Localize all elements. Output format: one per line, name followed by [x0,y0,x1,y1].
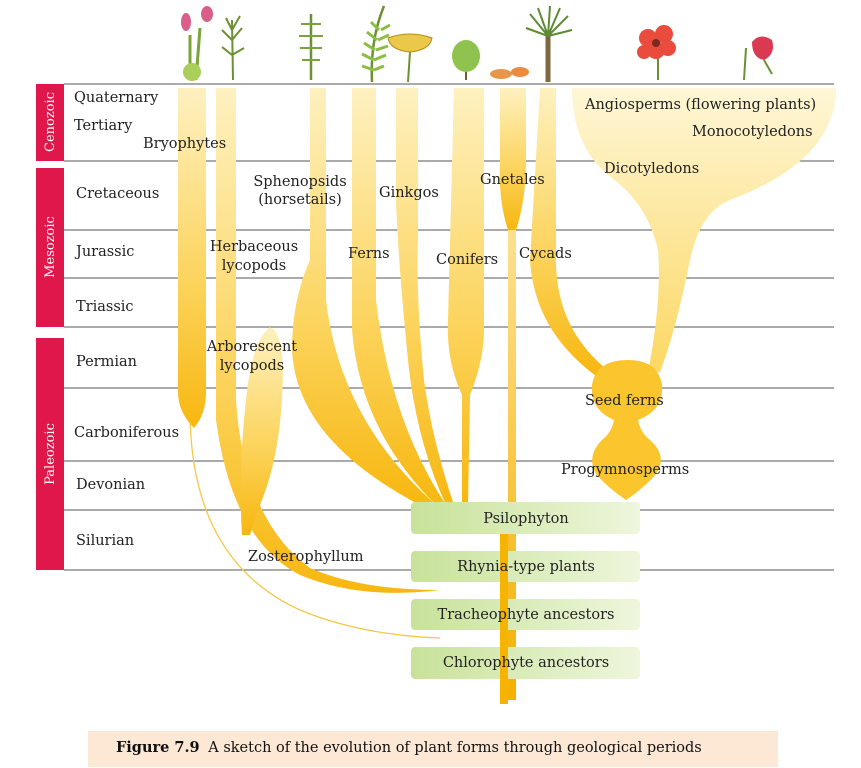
branch-sphenopsids [292,88,436,505]
period-labels: Quaternary Tertiary Cretaceous Jurassic … [74,90,179,549]
fern-illustration [361,5,391,83]
group-label-ferns: Ferns [348,246,390,262]
period-label-jurassic: Jurassic [74,244,134,260]
group-label-monocotyledons: Monocotyledons [692,124,813,140]
conifer-illustration [452,40,529,80]
branch-arborescent-lycopods [240,327,283,535]
era-bands: Cenozoic Mesozoic Paleozoic [36,84,64,570]
ancestor-trunk [500,534,508,704]
group-label-zosterophyllum: Zosterophyllum [248,549,364,565]
ancestor-label-psilophyton: Psilophyton [483,511,569,527]
group-labels: Bryophytes Sphenopsids(horsetails) Ginkg… [143,97,816,565]
lycopod-illustration [221,15,245,81]
group-label-dicotyledons: Dicotyledons [604,161,699,177]
group-label-gnetales: Gnetales [480,172,545,188]
period-label-carboniferous: Carboniferous [74,425,179,441]
era-label-cenozoic: Cenozoic [43,92,58,152]
group-label-progymnosperms: Progymnosperms [561,462,689,478]
branch-cycads [530,88,610,376]
period-label-devonian: Devonian [76,477,145,493]
branch-gnetales [499,88,526,230]
dicot-flower-illustration [637,25,676,80]
era-band-mesozoic [36,168,64,327]
ancestor-label-tracheophyte: Tracheophyte ancestors [438,607,615,623]
period-label-triassic: Triassic [76,299,134,315]
main-trunk [508,200,516,700]
branch-angiosperms [572,88,836,372]
branch-seed-ferns [591,360,663,500]
figure-caption-text: A sketch of the evolution of plant forms… [208,740,702,756]
period-label-quaternary: Quaternary [74,90,159,106]
ancestor-box-psilophyton [411,502,640,534]
group-label-sphenopsids: Sphenopsids(horsetails) [253,174,346,208]
ancestor-label-rhynia: Rhynia-type plants [457,559,595,575]
branch-bryophytes [178,88,206,428]
branch-ginkgos [396,88,454,505]
bryophyte-connector [189,409,441,639]
figure-caption: Figure 7.9 A sketch of the evolution of … [88,731,778,767]
period-label-permian: Permian [76,354,137,370]
group-label-seed-ferns: Seed ferns [585,393,664,409]
group-label-conifers: Conifers [436,252,498,268]
cycad-illustration [525,5,573,82]
period-label-cretaceous: Cretaceous [76,186,159,202]
group-label-bryophytes: Bryophytes [143,136,226,152]
era-label-mesozoic: Mesozoic [43,216,58,278]
horsetail-illustration [299,14,323,80]
period-label-tertiary: Tertiary [74,118,133,134]
group-label-ginkgos: Ginkgos [379,185,439,201]
ancestor-box-chlorophyte [411,647,640,679]
era-band-paleozoic [36,338,64,570]
monocot-flower-illustration [743,36,773,81]
ginkgo-illustration [387,33,433,83]
group-label-angiosperms: Angiosperms (flowering plants) [584,97,816,113]
era-label-paleozoic: Paleozoic [43,423,58,485]
branch-ferns [352,88,446,505]
ancestor-box-rhynia [411,551,640,582]
plant-illustrations [181,5,773,83]
figure-label: Figure 7.9 [116,739,200,756]
period-label-silurian: Silurian [76,533,134,549]
era-band-cenozoic [36,84,64,161]
ancestor-label-chlorophyte: Chlorophyte ancestors [443,655,609,671]
group-label-cycads: Cycads [519,246,572,262]
lineage-branches [178,88,836,700]
moss-illustration [181,6,213,81]
ancestor-boxes: Psilophyton Rhynia-type plants Tracheoph… [411,502,640,704]
branch-conifers [447,88,484,505]
ancestor-box-tracheophyte [411,599,640,630]
